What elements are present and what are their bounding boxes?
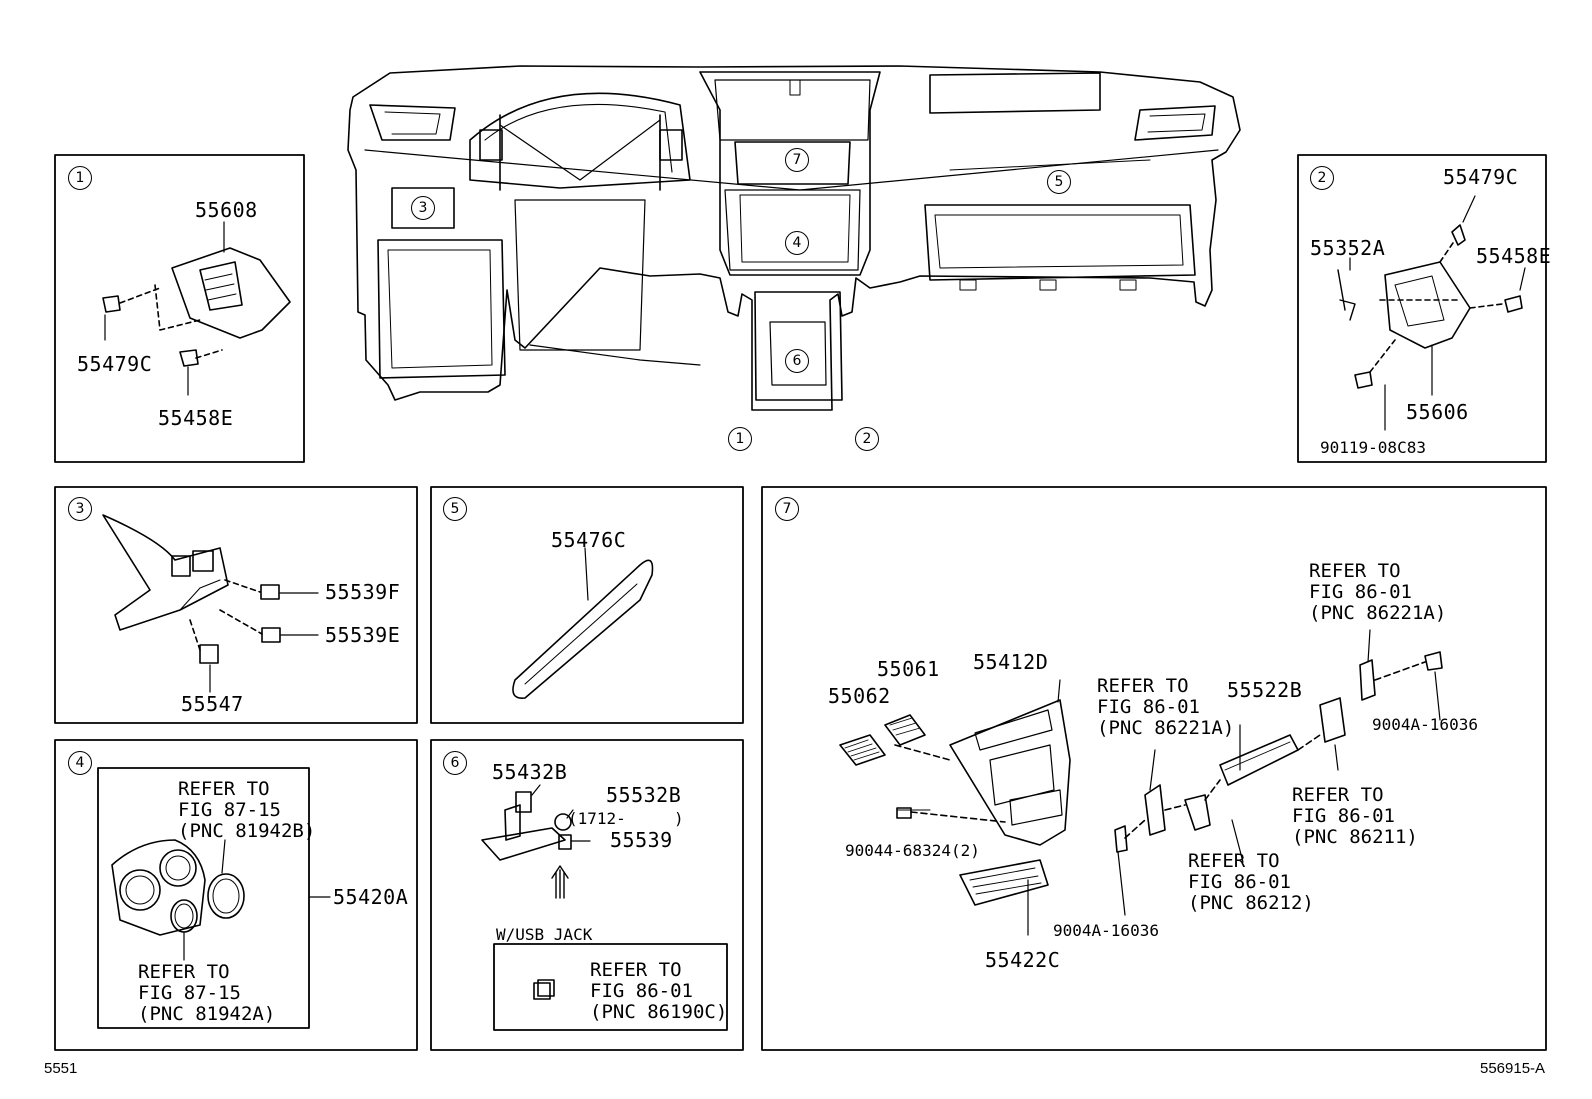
- part-55458E-b: 55458E: [1476, 244, 1552, 268]
- part-55606: 55606: [1406, 400, 1469, 424]
- callout-4-box: 4: [68, 751, 92, 775]
- ref-86190C-l2: FIG 86-01: [590, 980, 693, 1002]
- ref-81942B-l1: REFER TO: [178, 778, 270, 800]
- ref-86221A-mid-l1: REFER TO: [1097, 675, 1189, 697]
- detail-box-frames: [54, 154, 1547, 1051]
- part-55412D: 55412D: [973, 650, 1049, 674]
- callout-6-box: 6: [443, 751, 467, 775]
- serial-note: (1712- ): [568, 809, 684, 828]
- part-55458E: 55458E: [158, 406, 234, 430]
- part-55547: 55547: [181, 692, 244, 716]
- callout-1-box: 1: [68, 166, 92, 190]
- ref-86221A-mid-l3: (PNC 86221A): [1097, 717, 1235, 739]
- part-9004A-16036-right: 9004A-16036: [1372, 715, 1478, 734]
- callout-6-panel: 6: [785, 349, 809, 373]
- ref-86221A-top-l3: (PNC 86221A): [1309, 602, 1447, 624]
- ref-86221A-top-l2: FIG 86-01: [1309, 581, 1412, 603]
- box3-drawing: [102, 514, 319, 693]
- ref-86211-l1: REFER TO: [1292, 784, 1384, 806]
- part-9004A-16036-left: 9004A-16036: [1053, 921, 1159, 940]
- ref-86221A-mid-l2: FIG 86-01: [1097, 696, 1200, 718]
- part-90044-68324: 90044-68324(2): [845, 841, 980, 860]
- ref-81942B-l2: FIG 87-15: [178, 799, 281, 821]
- ref-86190C-l1: REFER TO: [590, 959, 682, 981]
- instrument-panel-drawing: [347, 65, 1241, 411]
- callout-7-box: 7: [775, 497, 799, 521]
- callout-7-panel: 7: [785, 148, 809, 172]
- callout-1-panel: 1: [728, 427, 752, 451]
- part-55420A: 55420A: [333, 885, 409, 909]
- ref-81942A-l3: (PNC 81942A): [138, 1003, 276, 1025]
- box4-drawing: [111, 839, 331, 961]
- ref-81942A-l2: FIG 87-15: [138, 982, 241, 1004]
- box2-drawing: [1337, 195, 1526, 431]
- ref-86212-l3: (PNC 86212): [1188, 892, 1314, 914]
- callout-3-box: 3: [68, 497, 92, 521]
- part-55479C: 55479C: [77, 352, 153, 376]
- part-55539: 55539: [610, 828, 673, 852]
- part-55539E: 55539E: [325, 623, 401, 647]
- footer-figure-id: 556915-A: [1480, 1060, 1546, 1077]
- part-55479C-b: 55479C: [1443, 165, 1519, 189]
- part-55062: 55062: [828, 684, 891, 708]
- part-55539F: 55539F: [325, 580, 401, 604]
- part-55432B: 55432B: [492, 760, 568, 784]
- part-55476C: 55476C: [551, 528, 627, 552]
- ref-86212-l1: REFER TO: [1188, 850, 1280, 872]
- box6-drawing: [481, 784, 591, 1000]
- part-55061: 55061: [877, 657, 940, 681]
- footer-page-code: 5551: [44, 1060, 78, 1077]
- callout-4-panel: 4: [785, 231, 809, 255]
- callout-5-panel: 5: [1047, 170, 1071, 194]
- usb-jack-label: W/USB JACK: [496, 925, 593, 944]
- ref-86190C-l3: (PNC 86190C): [590, 1001, 728, 1023]
- part-55422C: 55422C: [985, 948, 1061, 972]
- callout-2-box: 2: [1310, 166, 1334, 190]
- part-90119-08C83: 90119-08C83: [1320, 438, 1426, 457]
- ref-86221A-top-l1: REFER TO: [1309, 560, 1401, 582]
- ref-81942A-l1: REFER TO: [138, 961, 230, 983]
- part-55352A: 55352A: [1310, 236, 1386, 260]
- box1-drawing: [102, 221, 291, 396]
- ref-86211-l2: FIG 86-01: [1292, 805, 1395, 827]
- callout-2-panel: 2: [855, 427, 879, 451]
- box7-drawing: [839, 629, 1443, 936]
- part-55532B: 55532B: [606, 783, 682, 807]
- ref-81942B-l3: (PNC 81942B): [178, 820, 316, 842]
- part-55608: 55608: [195, 198, 258, 222]
- callout-3-panel: 3: [411, 196, 435, 220]
- box5-drawing: [512, 547, 654, 699]
- callout-5-box: 5: [443, 497, 467, 521]
- ref-86211-l3: (PNC 86211): [1292, 826, 1418, 848]
- part-55522B: 55522B: [1227, 678, 1303, 702]
- ref-86212-l2: FIG 86-01: [1188, 871, 1291, 893]
